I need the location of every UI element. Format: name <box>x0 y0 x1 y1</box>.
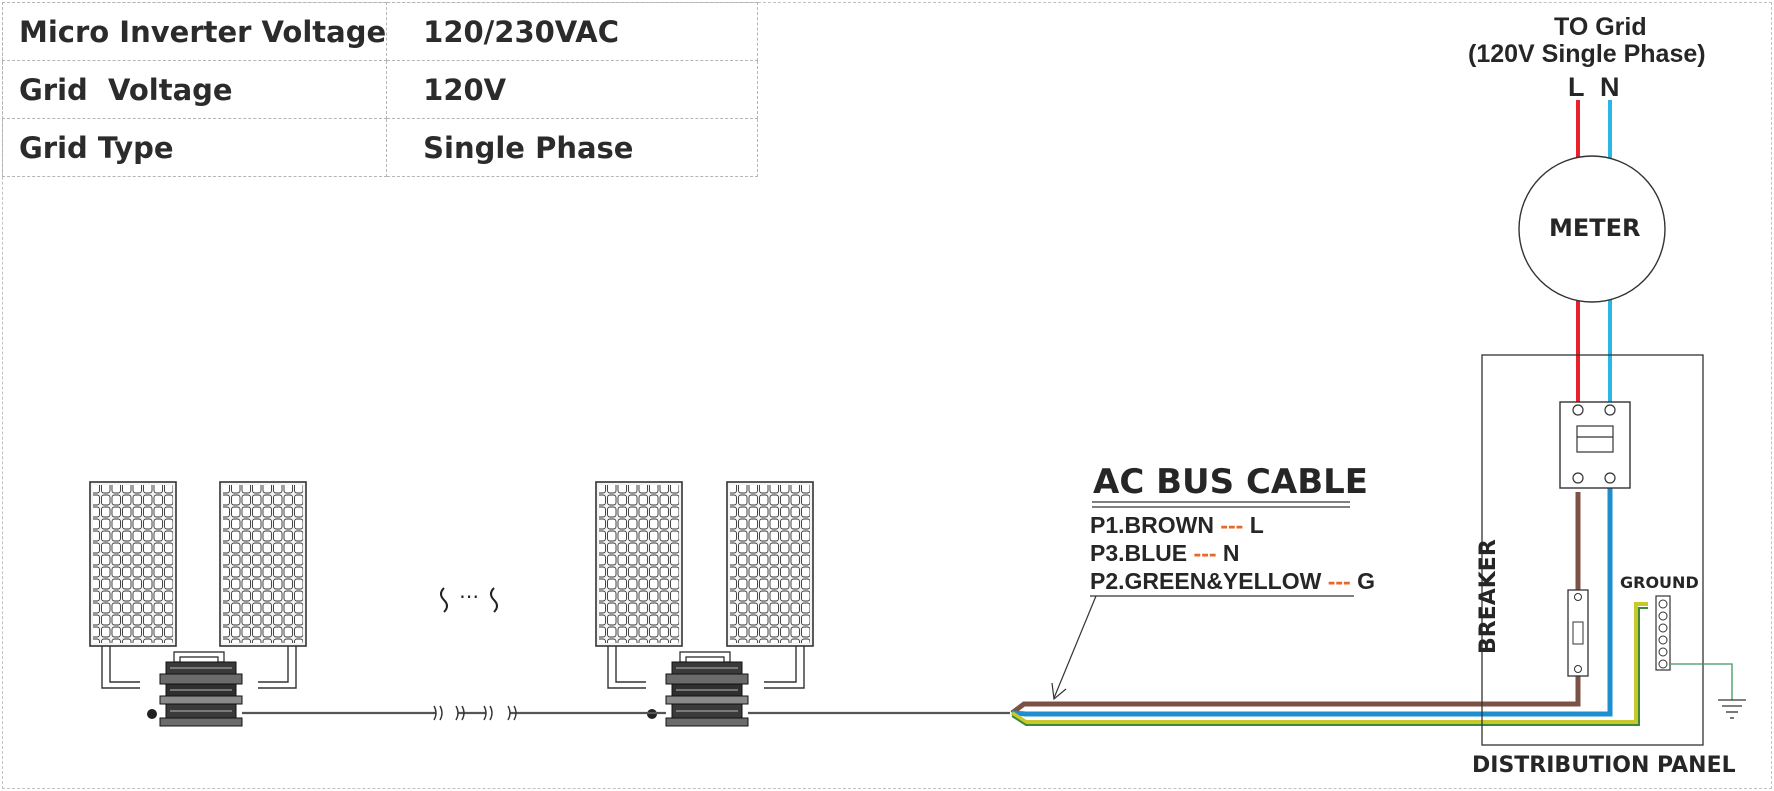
solar-panel <box>595 481 683 647</box>
solar-panel <box>89 481 177 647</box>
ground-bus-bar <box>1655 595 1671 671</box>
grid-line-label: L <box>1568 72 1585 102</box>
distribution-panel-label: DISTRIBUTION PANEL <box>1472 753 1736 778</box>
solar-panel <box>219 481 307 647</box>
cable-legend-item: P3.BLUE --- N <box>1090 540 1240 567</box>
cable-dash: --- <box>1220 512 1244 538</box>
cable-name: P1.BROWN <box>1090 512 1214 538</box>
cable-callout-pointer <box>1051 595 1097 701</box>
micro-inverter <box>665 651 749 727</box>
table-row: Grid Voltage 120V <box>1 60 759 119</box>
main-switch <box>1559 401 1631 489</box>
ac-bus-cable-rules <box>1090 501 1354 597</box>
spec-label: Micro Inverter Voltage <box>1 2 388 61</box>
cable-dash: --- <box>1327 568 1351 594</box>
cable-legend-item: P2.GREEN&YELLOW --- G <box>1090 568 1375 595</box>
solar-panel <box>726 481 814 647</box>
earth-ground-symbol <box>1670 663 1746 719</box>
grid-title: TO Grid <box>1554 13 1647 41</box>
cable-terminal: N <box>1222 540 1240 566</box>
cable-name: P2.GREEN&YELLOW <box>1090 568 1322 594</box>
distribution-panel-box <box>1481 354 1704 746</box>
spec-value: 120/230VAC <box>386 2 759 61</box>
table-row: Micro Inverter Voltage 120/230VAC <box>1 2 759 61</box>
spec-value: 120V <box>386 60 759 119</box>
grid-subtitle: (120V Single Phase) <box>1468 40 1706 68</box>
grid-wires <box>1576 100 1612 402</box>
micro-inverter <box>159 651 243 727</box>
solar-array-left <box>89 481 307 727</box>
meter-circle <box>1518 155 1666 303</box>
cable-dash: --- <box>1193 540 1217 566</box>
branch-breaker <box>1567 589 1589 677</box>
cable-name: P3.BLUE <box>1090 540 1188 566</box>
ac-trunk-cable <box>242 705 1010 721</box>
ac-bus-cable-title: AC BUS CABLE <box>1093 462 1369 502</box>
ground-label: GROUND <box>1620 573 1699 592</box>
spec-label: Grid Voltage <box>1 60 388 119</box>
breaker-label: BREAKER <box>1476 539 1501 654</box>
meter-label: METER <box>1549 214 1641 242</box>
solar-array-right <box>595 481 814 727</box>
cable-legend-item: P1.BROWN --- L <box>1090 512 1264 539</box>
spec-table: Micro Inverter Voltage 120/230VAC Grid V… <box>1 2 759 177</box>
spec-label: Grid Type <box>1 118 388 177</box>
cable-terminal: L <box>1249 512 1264 538</box>
array-continuation: ⋯ <box>440 584 498 613</box>
bus-cable-wires <box>1010 476 1648 726</box>
table-row: Grid Type Single Phase <box>1 118 759 177</box>
grid-neutral-label: N <box>1600 72 1620 102</box>
spec-value: Single Phase <box>386 118 759 177</box>
continuation-ellipsis: ⋯ <box>459 584 479 608</box>
cable-terminal: G <box>1357 568 1375 594</box>
